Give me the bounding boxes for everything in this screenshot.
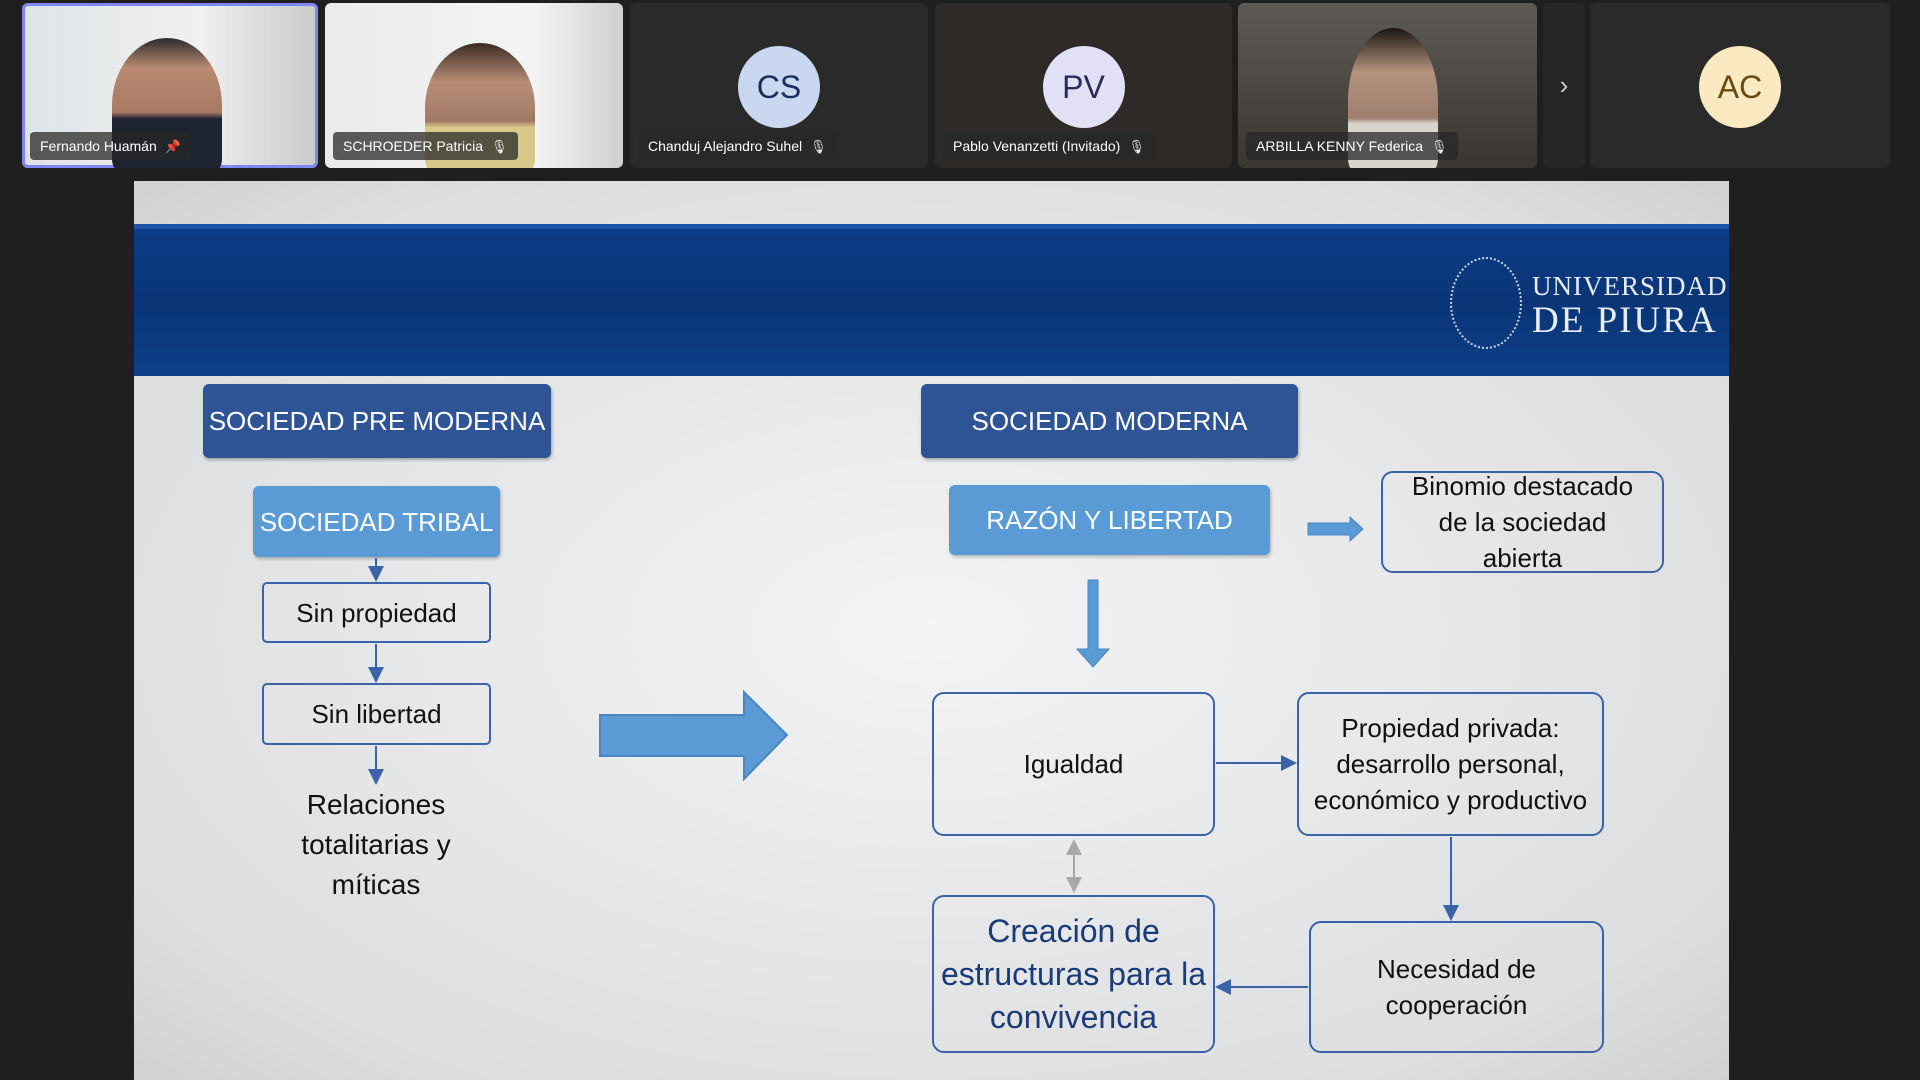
participant-tile-pablo[interactable]: PV Pablo Venanzetti (Invitado)🎙 bbox=[935, 3, 1232, 168]
mic-off-icon: 🎙 bbox=[1128, 139, 1145, 154]
participant-name-tag: Chanduj Alejandro Suhel🎙 bbox=[638, 132, 837, 160]
participant-name-tag: ARBILLA KENNY Federica🎙 bbox=[1246, 132, 1458, 160]
participant-name-tag: SCHROEDER Patricia🎙 bbox=[333, 132, 518, 160]
participant-tile-arbilla[interactable]: ARBILLA KENNY Federica🎙 bbox=[1238, 3, 1537, 168]
sin-libertad-box: Sin libertad bbox=[262, 683, 491, 745]
tribal-box: SOCIEDAD TRIBAL bbox=[253, 486, 500, 557]
igualdad-box: Igualdad bbox=[932, 692, 1215, 836]
avatar: CS bbox=[738, 46, 820, 128]
creacion-box: Creación de estructuras para la conviven… bbox=[932, 895, 1215, 1053]
participant-name-tag: Fernando Huamán📌 bbox=[30, 132, 191, 160]
participant-tile-fernando[interactable]: Fernando Huamán📌 bbox=[22, 3, 318, 168]
big-right-arrow-icon bbox=[599, 689, 789, 782]
next-participants-chevron-icon[interactable]: › bbox=[1543, 3, 1585, 168]
binomio-box: Binomio destacado de la sociedad abierta bbox=[1381, 471, 1664, 573]
arrow-razon-igualdad bbox=[1075, 579, 1111, 668]
avatar: PV bbox=[1042, 46, 1125, 128]
connector-arrows bbox=[368, 515, 1459, 995]
moderna-box: SOCIEDAD MODERNA bbox=[921, 384, 1298, 458]
participant-name-tag: Pablo Venanzetti (Invitado)🎙 bbox=[943, 132, 1155, 160]
pre-moderna-box: SOCIEDAD PRE MODERNA bbox=[203, 384, 551, 458]
mic-off-icon: 🎙 bbox=[1431, 139, 1448, 154]
mic-off-icon: 🎙 bbox=[491, 139, 508, 154]
shared-slide: UNIVERSIDAD DE PIURA SOCIEDAD PRE MODERN… bbox=[134, 181, 1729, 1080]
propiedad-box: Propiedad privada: desarrollo personal, … bbox=[1297, 692, 1604, 836]
sin-propiedad-box: Sin propiedad bbox=[262, 582, 491, 643]
avatar: AC bbox=[1699, 46, 1781, 128]
pin-icon: 📌 bbox=[164, 139, 181, 154]
seal-icon bbox=[1450, 257, 1522, 349]
razon-box: RAZÓN Y LIBERTAD bbox=[949, 485, 1270, 555]
arrow-razon-binomio bbox=[1307, 515, 1364, 543]
necesidad-box: Necesidad de cooperación bbox=[1309, 921, 1604, 1053]
participant-tile-chanduj[interactable]: CS Chanduj Alejandro Suhel🎙 bbox=[630, 3, 928, 168]
relaciones-text: Relaciones totalitarias y míticas bbox=[301, 789, 451, 900]
participant-tile-schroeder[interactable]: SCHROEDER Patricia🎙 bbox=[325, 3, 623, 168]
mic-off-icon: 🎙 bbox=[810, 139, 827, 154]
header-line bbox=[134, 224, 1729, 230]
participant-tile-ac[interactable]: AC bbox=[1590, 3, 1890, 168]
